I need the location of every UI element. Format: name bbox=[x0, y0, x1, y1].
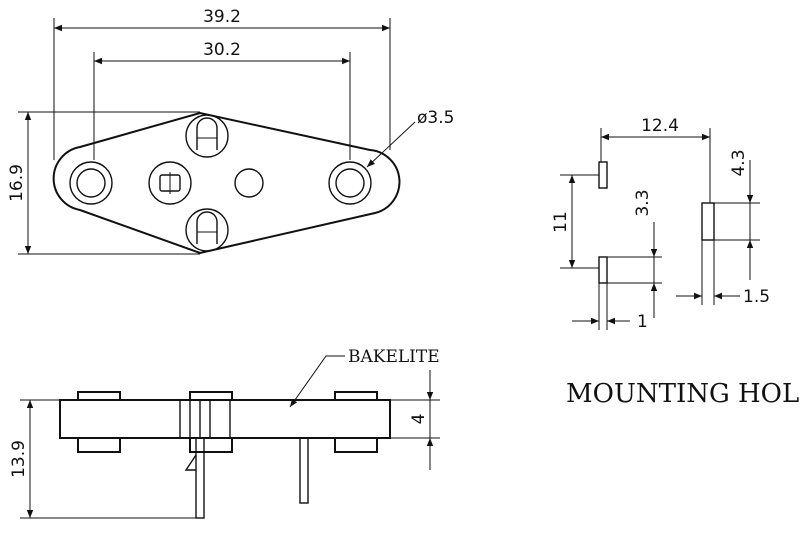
side-view: BAKELITE 13.9 4 bbox=[9, 347, 440, 519]
dim-height: 16.9 bbox=[7, 164, 27, 202]
slot-top-left bbox=[598, 161, 608, 189]
dim-mh-spacing: 12.4 bbox=[641, 116, 679, 136]
right-mounting-hole bbox=[328, 161, 372, 205]
dim-mh-slot-tall: 4.3 bbox=[729, 149, 749, 176]
dim-hole-spacing: 30.2 bbox=[203, 40, 241, 60]
socket-body-outline bbox=[52, 111, 401, 255]
pin-right bbox=[299, 437, 309, 504]
dim-mh-vertical: 11 bbox=[551, 211, 571, 233]
dim-mh-width-left: 1 bbox=[637, 312, 648, 332]
label-mounting-hole: MOUNTING HOLE bbox=[566, 379, 800, 409]
dim-mh-slot-short: 3.3 bbox=[633, 189, 653, 216]
label-bakelite: BAKELITE bbox=[348, 347, 440, 367]
dim-mh-width-right: 1.5 bbox=[743, 287, 770, 307]
pin-left bbox=[195, 437, 205, 519]
dim-thickness: 4 bbox=[409, 414, 429, 425]
dim-overall-length: 39.2 bbox=[203, 7, 241, 27]
upper-terminal bbox=[185, 114, 229, 158]
left-terminal bbox=[148, 161, 192, 205]
base-plate bbox=[59, 399, 391, 439]
left-mounting-hole bbox=[69, 161, 113, 205]
slot-bottom-left bbox=[598, 256, 608, 284]
dim-hole-diameter: ø3.5 bbox=[417, 108, 454, 128]
lower-terminal bbox=[185, 208, 229, 252]
mounting-hole-view: 12.4 11 4.3 3.3 1 1.5 MOUNTING HOLE bbox=[551, 116, 800, 409]
top-view: 39.2 30.2 ø3.5 16.9 bbox=[7, 7, 454, 255]
dim-side-height: 13.9 bbox=[9, 440, 29, 478]
center-hole bbox=[234, 168, 264, 198]
slot-right bbox=[701, 202, 715, 241]
